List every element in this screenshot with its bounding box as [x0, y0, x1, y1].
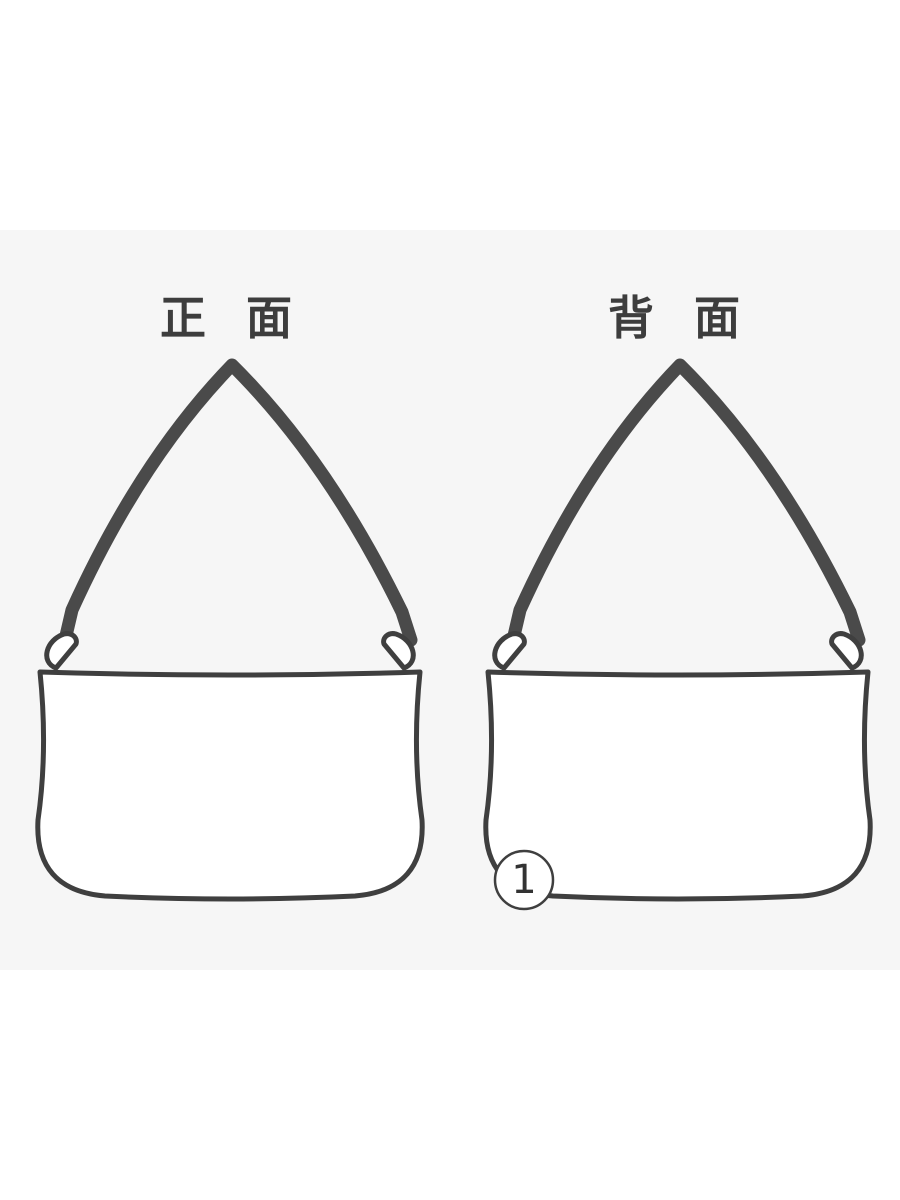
left-strap-ring: [492, 631, 527, 671]
shoulder-strap: [58, 358, 418, 647]
bag-body: [35, 669, 425, 902]
bag-body: [483, 669, 873, 902]
left-strap-ring: [44, 631, 79, 671]
callout-number: 1: [511, 857, 537, 903]
right-strap-ring: [829, 631, 864, 671]
back-view-label: 背 面: [607, 291, 752, 345]
shoulder-strap: [506, 358, 866, 647]
right-strap-ring: [381, 631, 416, 671]
front-view-label: 正 面: [159, 291, 304, 345]
callout-circle: [493, 849, 555, 911]
front-view-bag: [35, 358, 425, 902]
back-view-bag: [483, 358, 873, 902]
